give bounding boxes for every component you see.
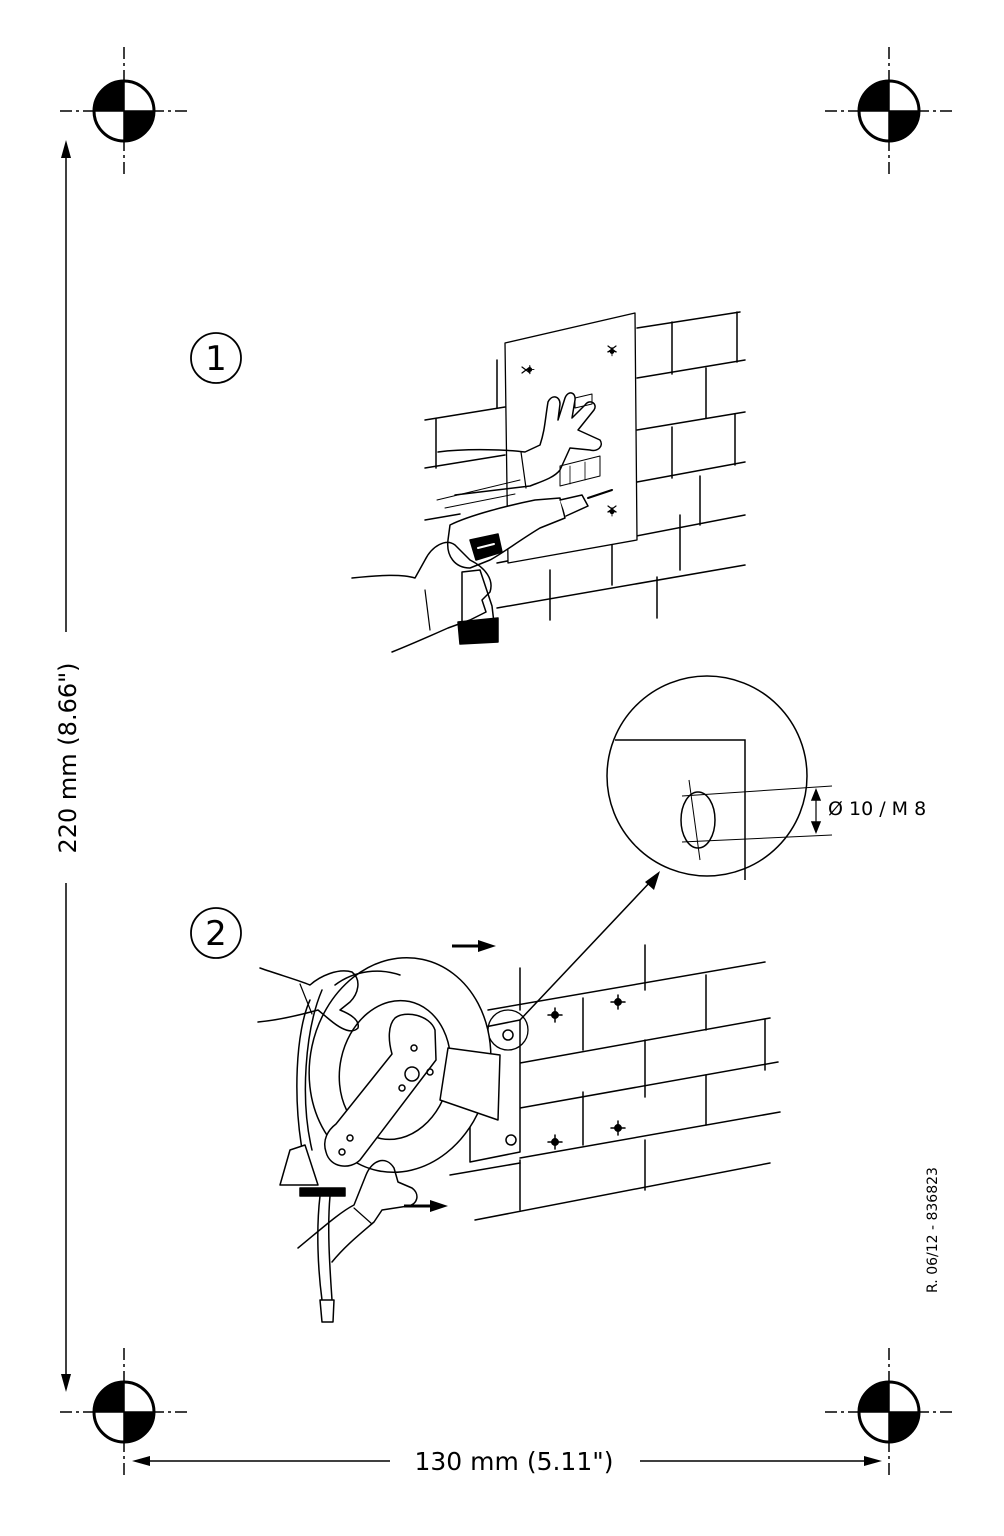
step-1-drilling-illustration: [351, 311, 746, 653]
step-2-badge: 2: [190, 907, 242, 959]
brick-wall: [449, 944, 781, 1221]
step-2-number: 2: [205, 914, 227, 954]
crosshair-registration-mark-icon: [823, 1346, 955, 1478]
crosshair-registration-mark-icon: [823, 45, 955, 177]
step-2-mounting-illustration: [257, 944, 781, 1323]
detail-pointer-arrow: [519, 871, 660, 1021]
wall-hole-marks: [547, 994, 626, 1150]
height-dimension-label: 220 mm (8.66"): [54, 662, 82, 853]
crosshair-registration-mark-icon: [58, 45, 190, 177]
hole-detail-magnifier: [606, 675, 833, 880]
step-1-number: 1: [205, 339, 227, 379]
crosshair-registration-mark-icon: [58, 1346, 190, 1478]
width-dimension-label: 130 mm (5.11"): [415, 1447, 614, 1476]
height-dimension-line: [61, 140, 71, 1392]
hole-spec-label: Ø 10 / M 8: [828, 798, 926, 820]
circled-number-icon: [190, 332, 242, 384]
step-1-badge: 1: [190, 332, 242, 384]
circled-number-icon: [190, 907, 242, 959]
width-dimension-line: [132, 1456, 882, 1466]
right-arrow-icon: [452, 940, 496, 952]
revision-code: R. 06/12 - 836823: [925, 1167, 941, 1293]
